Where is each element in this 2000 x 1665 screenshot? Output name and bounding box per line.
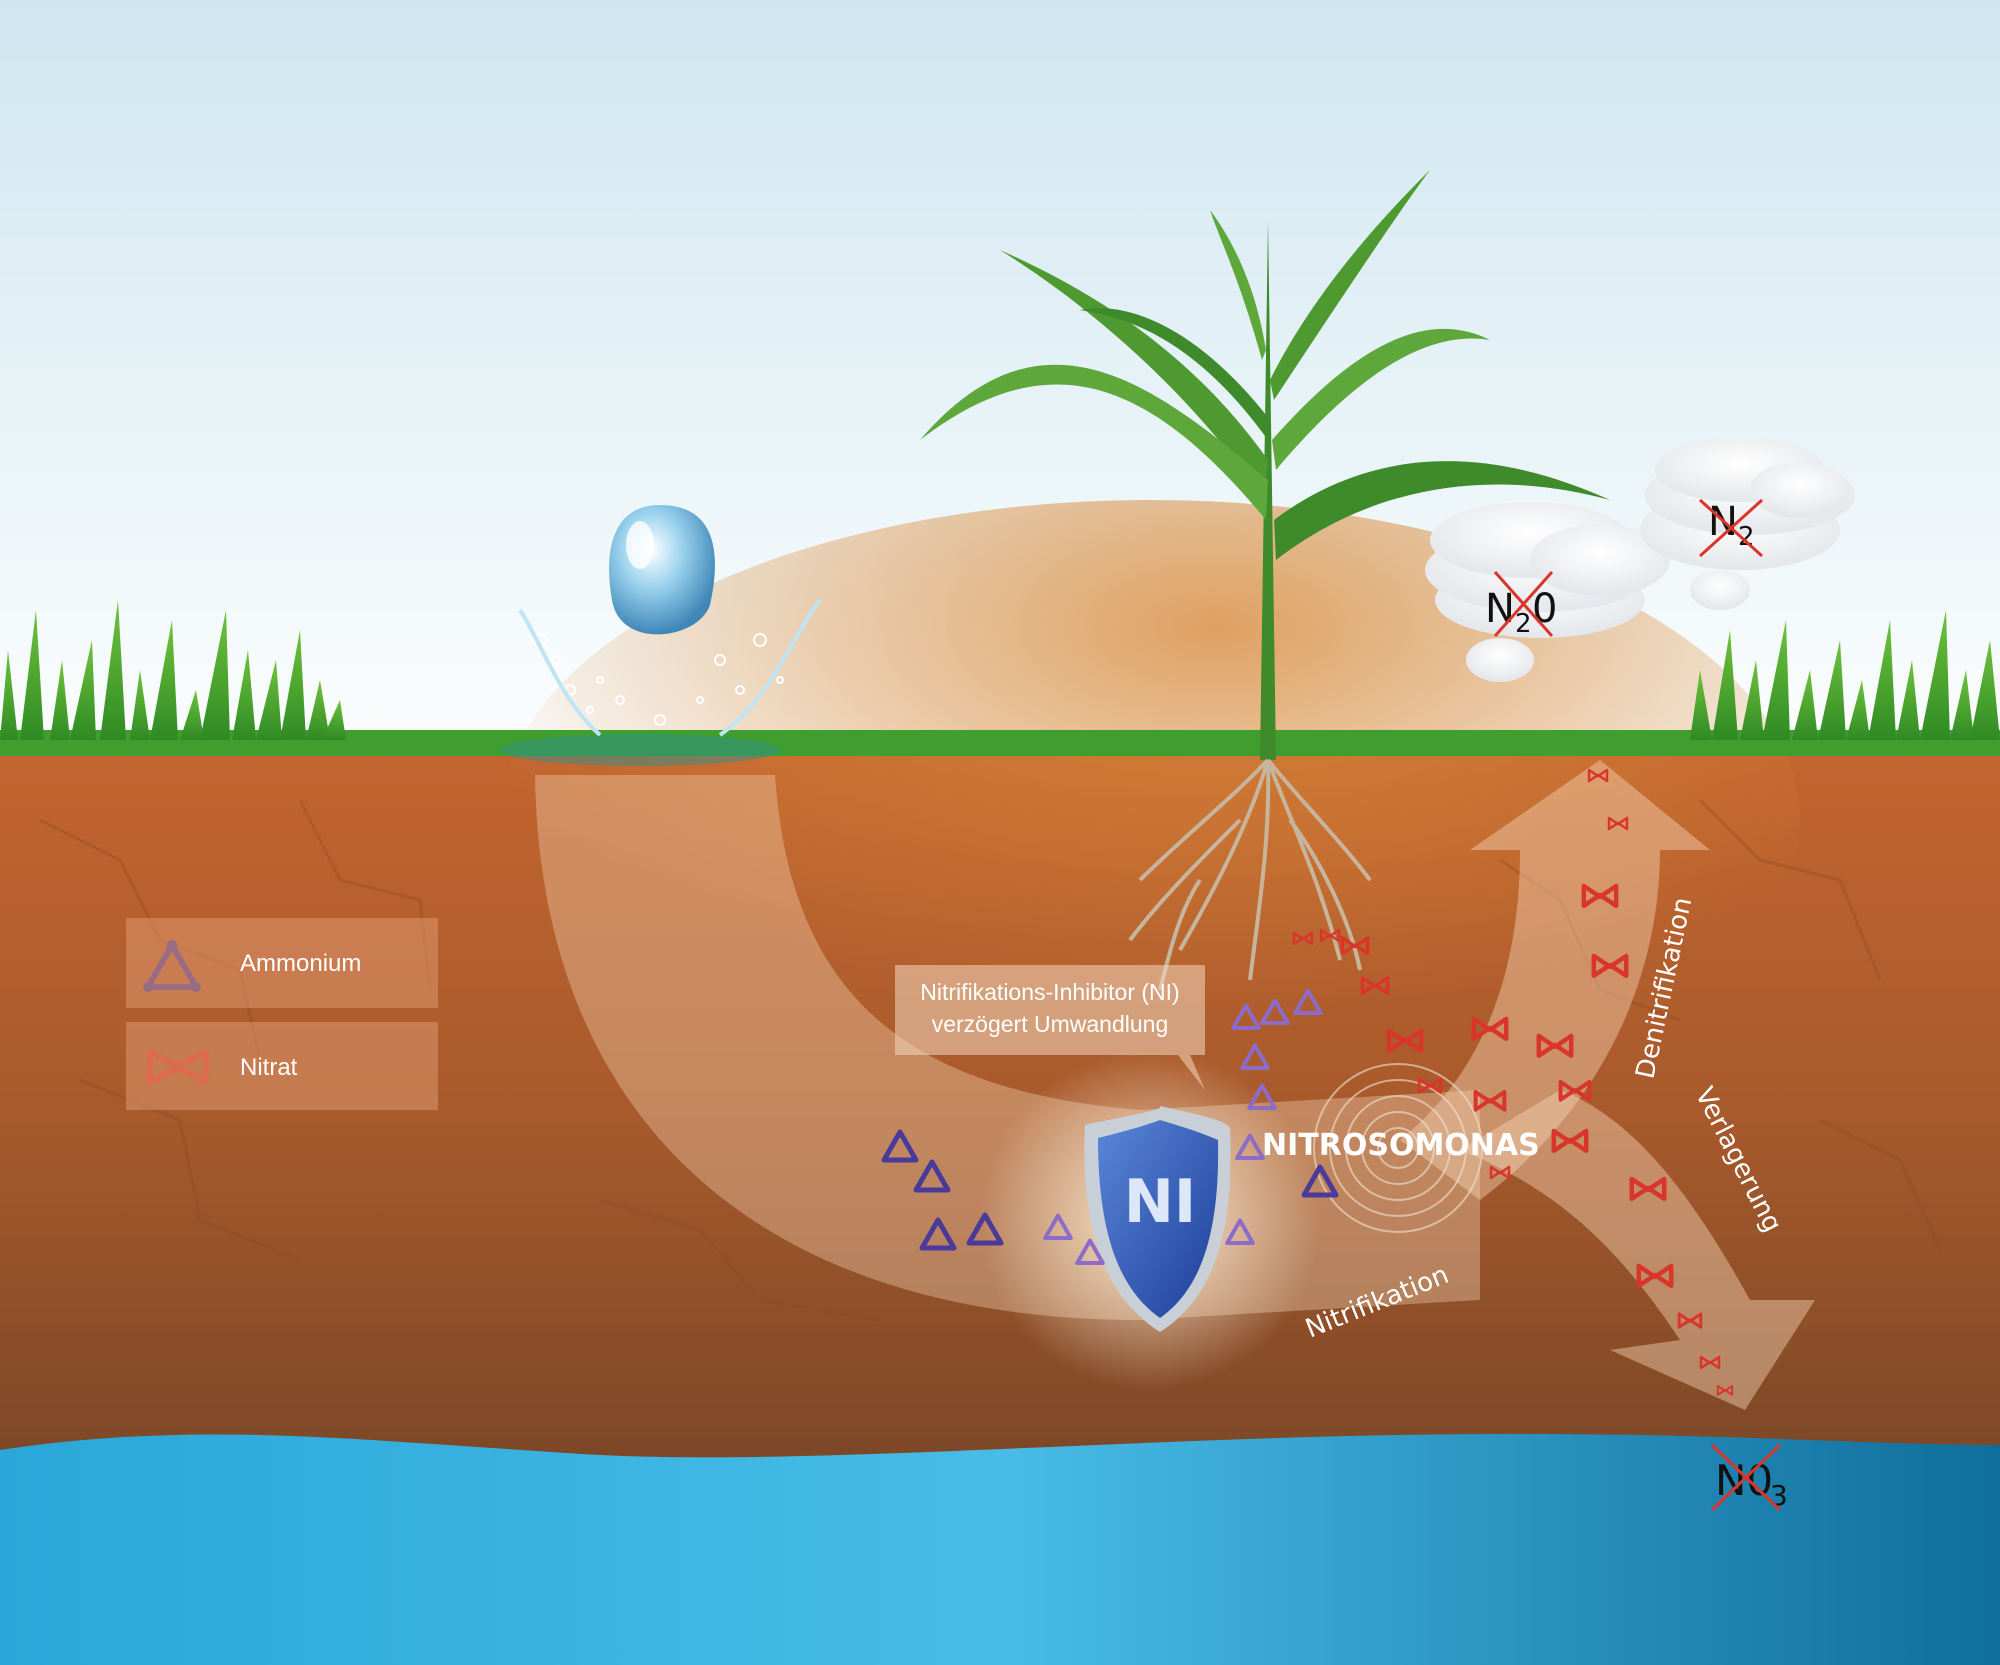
- cloud-n2: [1640, 438, 1855, 610]
- cloud-n2o: [1425, 502, 1670, 682]
- nitrat-molecule: [1677, 1312, 1703, 1329]
- nitrat-molecule: [1629, 1176, 1667, 1202]
- nitrat-molecule: [1587, 768, 1609, 783]
- callout-text: Nitrifikations-Inhibitor (NI) verzögert …: [895, 976, 1205, 1040]
- callout-line-1: Nitrifikations-Inhibitor (NI): [920, 979, 1180, 1005]
- ammonium-molecule: [913, 1159, 951, 1193]
- flow-arrow-up: [1400, 760, 1710, 1200]
- shield-label: NI: [1124, 1167, 1197, 1237]
- ammonium-molecule: [1043, 1213, 1073, 1241]
- legend-label-ammonium: Ammonium: [240, 950, 362, 977]
- flow-arrow-down: [1460, 1090, 1815, 1410]
- nitrosomonas-ripple: [1313, 1063, 1483, 1233]
- nitrat-molecule: [1699, 1355, 1721, 1370]
- nitrat-molecule: [1489, 1165, 1511, 1180]
- splash-bubbles: [533, 633, 784, 726]
- nitrat-molecule: [1292, 931, 1314, 946]
- nitrat-molecule: [1636, 1263, 1674, 1289]
- n2o-tail: 0: [1532, 586, 1557, 632]
- ammonium-molecule: [1293, 988, 1323, 1016]
- ammonium-molecule: [1240, 1043, 1270, 1071]
- nitrat-molecule: [1558, 1079, 1592, 1102]
- grass-tuft-left: [0, 600, 346, 740]
- nitrat-molecule: [1536, 1033, 1574, 1059]
- nitrat-molecule: [1716, 1384, 1734, 1396]
- n2o-cross: [1493, 571, 1554, 637]
- nitrat-molecule: [1471, 1016, 1509, 1042]
- ammonium-molecule: [919, 1217, 957, 1251]
- callout-line-2: verzögert Umwandlung: [931, 1011, 1169, 1037]
- ammonium-molecule: [1075, 1238, 1105, 1266]
- ammonium-molecule: [1247, 1083, 1277, 1111]
- nitrat-molecule: [1581, 883, 1619, 909]
- puddle: [500, 734, 780, 766]
- legend-box-ammonium: [126, 918, 438, 1008]
- grass-tuft-right: [1690, 610, 2000, 740]
- legend-box-nitrat: [126, 1022, 438, 1110]
- ni-shield: [1098, 1120, 1219, 1318]
- no3-cross: [1710, 1443, 1782, 1512]
- nitrat-molecule: [1319, 928, 1341, 943]
- ammonium-molecule: [966, 1212, 1004, 1246]
- n2o-main: N: [1485, 586, 1515, 632]
- plant-roots: [1128, 758, 1372, 991]
- nitrat-molecule: [1473, 1089, 1507, 1112]
- nitrat-molecule: [1417, 1077, 1443, 1094]
- ammonium-particles: [881, 988, 1339, 1266]
- water-drop: [609, 505, 715, 635]
- nitrat-molecule: [1591, 953, 1629, 979]
- n2-cross: [1698, 498, 1764, 558]
- nitrat-molecule: [1607, 816, 1629, 831]
- nitrosomonas-label: NITROSOMONAS: [1262, 1128, 1540, 1163]
- callout-bubble: [895, 965, 1205, 1090]
- plant: [920, 170, 1610, 760]
- nitrat-molecule: [1340, 936, 1370, 956]
- groundwater: [0, 1433, 2000, 1665]
- ammonium-molecule: [1235, 1133, 1265, 1161]
- nitrat-particles: [1292, 768, 1734, 1396]
- ammonium-molecule: [1225, 1218, 1255, 1246]
- nitrat-molecule: [1551, 1128, 1589, 1154]
- n2o-sub: 2: [1515, 609, 1532, 639]
- ammonium-molecule: [1301, 1164, 1339, 1198]
- ammonium-molecule: [1231, 1003, 1261, 1031]
- nitrat-molecule: [1360, 976, 1390, 996]
- ammonium-molecule: [1260, 998, 1290, 1026]
- ammonium-molecule: [881, 1129, 919, 1163]
- nitrat-molecule: [1386, 1028, 1424, 1054]
- legend-label-nitrat: Nitrat: [240, 1054, 298, 1081]
